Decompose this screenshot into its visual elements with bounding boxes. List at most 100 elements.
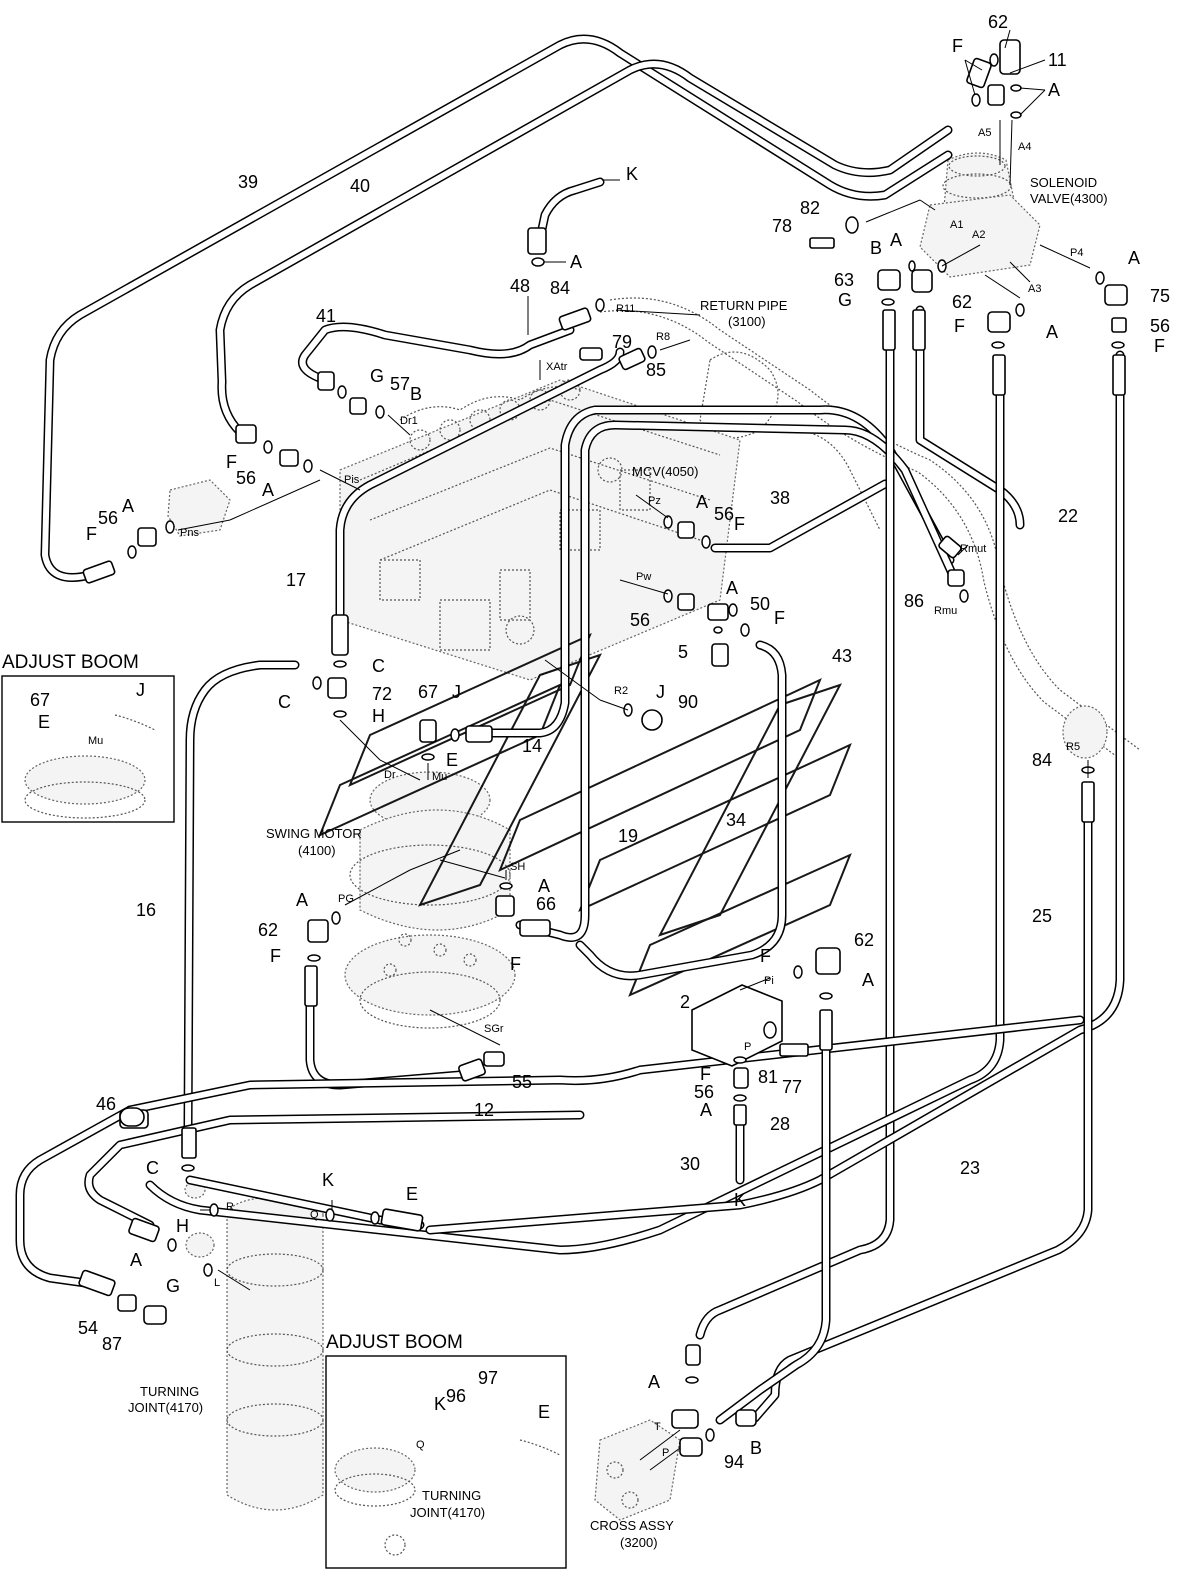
port-mu: Mu xyxy=(432,771,447,783)
part-63: 63 xyxy=(834,270,854,290)
port-sgr: SGr xyxy=(484,1023,504,1035)
adjust-boom-box-left xyxy=(1,675,175,823)
port-sh: SH xyxy=(510,861,525,873)
port-l: L xyxy=(214,1277,220,1289)
mcv-label: MCV(4050) xyxy=(632,464,698,479)
letter-a-cross: A xyxy=(648,1372,660,1392)
port-q: Q xyxy=(310,1209,319,1221)
port-pw: Pw xyxy=(636,571,651,583)
letter-j-box: J xyxy=(136,680,145,700)
port-r: R xyxy=(226,1201,234,1213)
part-25: 25 xyxy=(1032,906,1052,926)
part-66: 66 xyxy=(536,894,556,914)
part-67-mid: 67 xyxy=(418,682,438,702)
port-r8: R8 xyxy=(656,331,670,343)
part-62-pi: 62 xyxy=(854,930,874,950)
letter-f-pg: F xyxy=(270,946,281,966)
port-a3: A3 xyxy=(1028,283,1041,295)
letter-a-sol2: A xyxy=(1046,322,1058,342)
letter-f-top: F xyxy=(952,36,963,56)
port-mu-box: Mu xyxy=(88,735,103,747)
part-50: 50 xyxy=(750,594,770,614)
leader-lines xyxy=(79,29,1091,1471)
return-pipe-body xyxy=(599,297,1141,763)
part-62-sol: 62 xyxy=(952,292,972,312)
letter-a-pi: A xyxy=(862,970,874,990)
letter-k-30: K xyxy=(734,1190,746,1210)
part-75: 75 xyxy=(1150,286,1170,306)
letter-a-pns: A xyxy=(122,496,134,516)
adjust-boom-title-left: ADJUST BOOM xyxy=(2,652,139,673)
letter-e-67: E xyxy=(446,750,458,770)
letter-f-56b: F xyxy=(700,1064,711,1084)
letter-h-72: H xyxy=(372,706,385,726)
part-94: 94 xyxy=(724,1452,744,1472)
letter-k-top: K xyxy=(626,164,638,184)
letter-a-pis: A xyxy=(262,480,274,500)
port-pns: Pns xyxy=(180,527,199,539)
port-r2: R2 xyxy=(614,685,628,697)
part-82: 82 xyxy=(800,198,820,218)
letter-a-tj: A xyxy=(130,1250,142,1270)
part-90: 90 xyxy=(678,692,698,712)
part-56-right: 56 xyxy=(1150,316,1170,336)
part-28: 28 xyxy=(770,1114,790,1134)
letter-a-sh: A xyxy=(538,876,550,896)
solenoid-valve-label-2: VALVE(4300) xyxy=(1030,191,1108,206)
port-dr1: Dr1 xyxy=(400,415,418,427)
part-55: 55 xyxy=(512,1072,532,1092)
part-96: 96 xyxy=(446,1386,466,1406)
part-56-bottom: 56 xyxy=(694,1082,714,1102)
port-labels: A5 A4 A1 A2 A3 P4 R11 R8 XAtr Dr1 Pis Pn… xyxy=(88,127,1083,1459)
part-11: 11 xyxy=(1048,50,1067,70)
letter-f-pi: F xyxy=(760,946,771,966)
port-xatr: XAtr xyxy=(546,361,568,373)
letter-b-sol: B xyxy=(870,238,882,258)
letter-c-72: C xyxy=(372,656,385,676)
turning-joint-body xyxy=(184,1181,324,1511)
part-86: 86 xyxy=(904,591,924,611)
part-48: 48 xyxy=(510,276,530,296)
part-87: 87 xyxy=(102,1334,122,1354)
cross-assy-body xyxy=(594,1419,681,1521)
letter-f-pz: F xyxy=(734,514,745,534)
letter-a-sol: A xyxy=(890,230,902,250)
part-81: 81 xyxy=(758,1067,778,1087)
port-rmu: Rmu xyxy=(934,605,957,617)
part-16: 16 xyxy=(136,900,156,920)
part-23: 23 xyxy=(960,1158,980,1178)
letter-a-48: A xyxy=(570,252,582,272)
part-56-pw: 56 xyxy=(630,610,650,630)
part-43: 43 xyxy=(832,646,852,666)
turning-joint-label: TURNING xyxy=(140,1384,199,1399)
part-54: 54 xyxy=(78,1318,98,1338)
pump-block xyxy=(167,479,231,537)
letter-b-cross: B xyxy=(750,1438,762,1458)
letter-k-box: K xyxy=(434,1394,446,1414)
letter-h-tj: H xyxy=(176,1216,189,1236)
cross-assy-label-2: (3200) xyxy=(620,1535,658,1550)
turning-joint-box-label-2: JOINT(4170) xyxy=(410,1505,485,1520)
letter-a-p4: A xyxy=(1128,248,1140,268)
letter-g-sol: G xyxy=(838,290,852,310)
letter-g-tj: G xyxy=(166,1276,180,1296)
part-77: 77 xyxy=(782,1077,802,1097)
port-a5: A5 xyxy=(978,127,991,139)
part-62-top: 62 xyxy=(988,12,1008,32)
turning-joint-box-label: TURNING xyxy=(422,1488,481,1503)
port-p-cross: P xyxy=(662,1447,669,1459)
part-2: 2 xyxy=(680,992,690,1012)
background-components xyxy=(167,152,1141,1521)
letter-f-pis: F xyxy=(226,452,237,472)
part-39: 39 xyxy=(238,172,258,192)
letter-e-box: E xyxy=(38,712,50,732)
return-pipe-label: RETURN PIPE xyxy=(700,298,788,313)
letter-f-66: F xyxy=(510,954,521,974)
part-5: 5 xyxy=(678,642,688,662)
letter-g-57: G xyxy=(370,366,384,386)
port-pz: Pz xyxy=(648,495,661,507)
letter-a-pz: A xyxy=(696,492,708,512)
port-pg: PG xyxy=(338,893,354,905)
adjust-boom-box-bottom xyxy=(325,1355,567,1569)
